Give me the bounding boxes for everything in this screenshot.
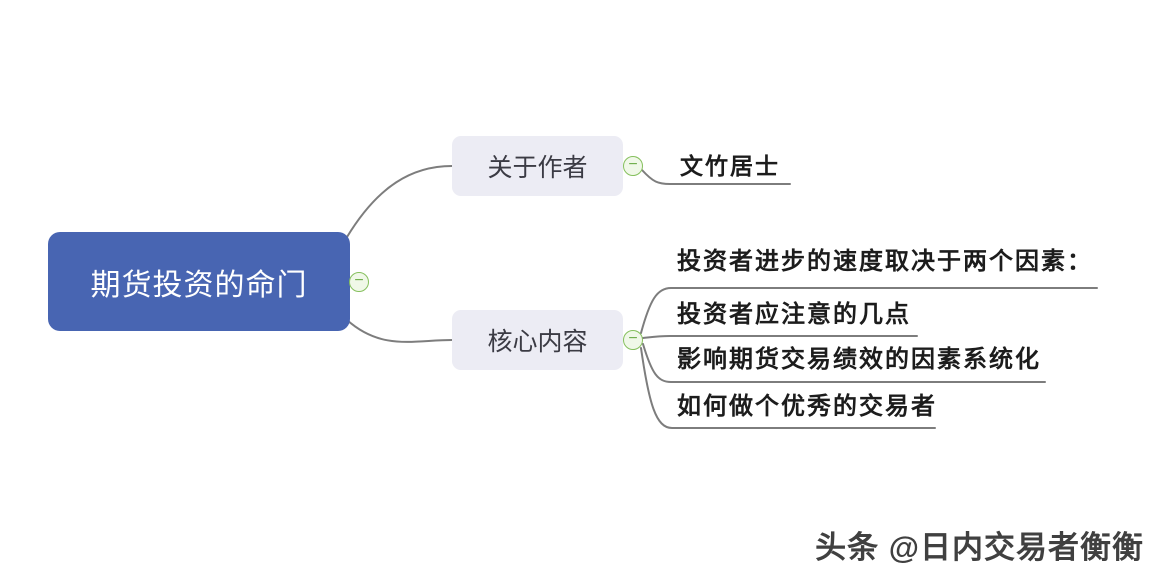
- leaf-core-item-4[interactable]: 如何做个优秀的交易者: [677, 394, 937, 420]
- node-about-author-label: 关于作者: [487, 154, 588, 182]
- connector-core-to-leaf1: [640, 287, 1098, 334]
- connector-about-to-author: [641, 169, 791, 185]
- leaf-author-name[interactable]: 文竹居士: [680, 154, 780, 179]
- connector-core-to-leaf3: [642, 343, 1046, 383]
- minus-icon: −: [628, 330, 638, 347]
- connector-root-to-about: [346, 165, 453, 238]
- node-core-content[interactable]: 核心内容: [452, 310, 623, 370]
- connector-core-to-leaf2: [642, 335, 918, 339]
- watermark-text: 头条 @日内交易者衡衡: [815, 530, 1144, 565]
- minus-icon: −: [354, 272, 364, 289]
- collapse-button-about[interactable]: −: [623, 156, 643, 176]
- leaf-core-item-3[interactable]: 影响期货交易绩效的因素系统化: [677, 347, 1041, 373]
- node-core-content-label: 核心内容: [487, 328, 588, 356]
- node-root[interactable]: 期货投资的命门: [48, 232, 350, 331]
- node-root-label: 期货投资的命门: [90, 268, 308, 302]
- collapse-button-root[interactable]: −: [349, 272, 369, 292]
- collapse-button-core[interactable]: −: [623, 330, 643, 350]
- leaf-core-item-1[interactable]: 投资者进步的速度取决于两个因素：: [677, 249, 1093, 275]
- node-about-author[interactable]: 关于作者: [452, 136, 623, 196]
- leaf-core-item-2[interactable]: 投资者应注意的几点: [677, 302, 911, 328]
- connector-core-to-leaf4: [640, 347, 936, 429]
- minus-icon: −: [628, 156, 638, 173]
- connector-root-to-core: [346, 319, 453, 343]
